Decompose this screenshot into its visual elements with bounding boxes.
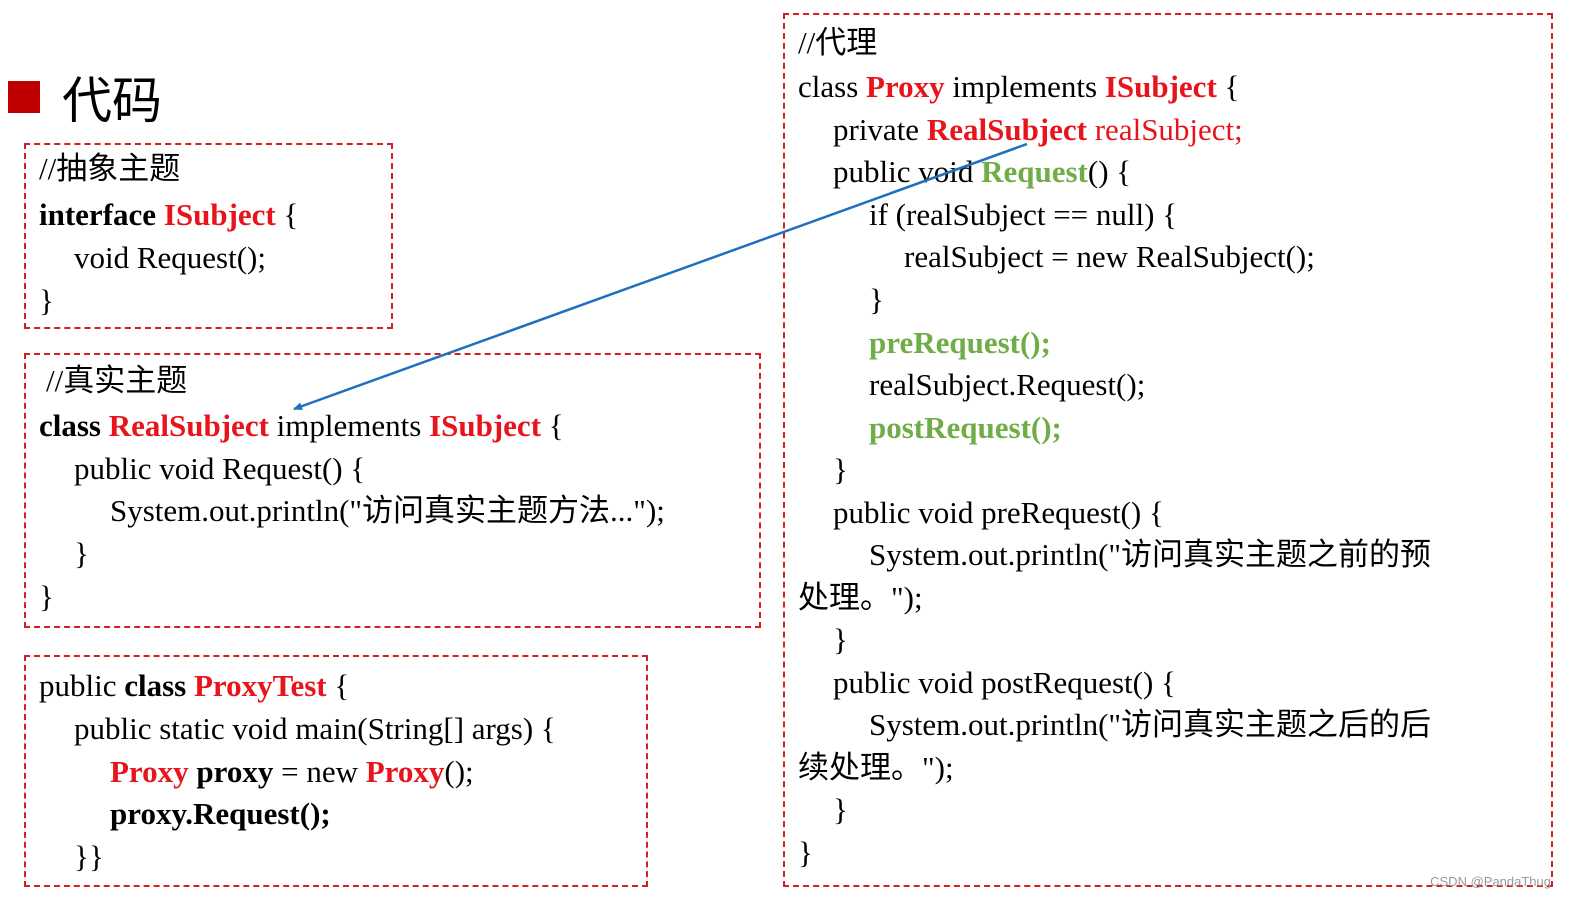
- bullet-square-icon: [8, 81, 40, 113]
- watermark: CSDN @PandaThug: [1430, 874, 1551, 889]
- arrow-line: [293, 142, 1028, 411]
- proxy-pre-close: }: [833, 622, 848, 657]
- interface-declaration: interface ISubject {: [39, 197, 299, 232]
- proxy-if-line: if (realSubject == null) {: [869, 197, 1178, 232]
- proxy-request-signature: public void Request() {: [833, 154, 1132, 189]
- proxy-comment: //代理: [798, 25, 878, 60]
- proxy-if-close: }: [869, 282, 884, 317]
- proxy-real-call: realSubject.Request();: [869, 367, 1146, 402]
- slide-heading: 代码: [8, 62, 162, 132]
- real-subject-code-box: //真实主题 class RealSubject implements ISub…: [24, 353, 761, 628]
- proxy-post-call: postRequest();: [869, 410, 1062, 445]
- proxy-request-close: }: [833, 452, 848, 487]
- proxy-pre-print-1: System.out.println("访问真实主题之前的预: [869, 537, 1432, 572]
- real-declaration: class RealSubject implements ISubject {: [39, 408, 564, 443]
- proxy-field: private RealSubject realSubject;: [833, 112, 1243, 147]
- test-main-signature: public static void main(String[] args) {: [74, 711, 556, 746]
- proxy-pre-signature: public void preRequest() {: [833, 495, 1164, 530]
- proxy-post-print-2: 续处理。");: [798, 750, 954, 785]
- real-method-close: }: [74, 536, 89, 571]
- heading-title: 代码: [62, 72, 162, 130]
- proxy-post-close: }: [833, 792, 848, 827]
- test-proxy-new: Proxy proxy = new Proxy();: [110, 754, 474, 789]
- proxy-declaration: class Proxy implements ISubject {: [798, 69, 1240, 104]
- real-method-signature: public void Request() {: [74, 451, 366, 486]
- proxy-pre-call: preRequest();: [869, 325, 1051, 360]
- real-close: }: [39, 579, 54, 614]
- interface-close: }: [39, 283, 54, 318]
- interface-method: void Request();: [74, 240, 266, 275]
- real-print-line: System.out.println("访问真实主题方法...");: [110, 493, 665, 528]
- interface-comment: //抽象主题: [39, 151, 181, 186]
- proxy-post-signature: public void postRequest() {: [833, 665, 1176, 700]
- test-close: }}: [74, 839, 104, 874]
- proxy-assign-line: realSubject = new RealSubject();: [904, 239, 1315, 274]
- test-proxy-call: proxy.Request();: [110, 796, 331, 831]
- proxy-test-code-box: public class ProxyTest { public static v…: [24, 655, 648, 887]
- interface-code-box: //抽象主题 interface ISubject { void Request…: [24, 143, 393, 329]
- proxy-code-box: //代理 class Proxy implements ISubject { p…: [783, 13, 1553, 887]
- test-declaration: public class ProxyTest {: [39, 668, 350, 703]
- proxy-close: }: [798, 835, 813, 870]
- proxy-pre-print-2: 处理。");: [798, 580, 923, 615]
- proxy-post-print-1: System.out.println("访问真实主题之后的后: [869, 707, 1432, 742]
- real-comment: //真实主题: [46, 363, 188, 398]
